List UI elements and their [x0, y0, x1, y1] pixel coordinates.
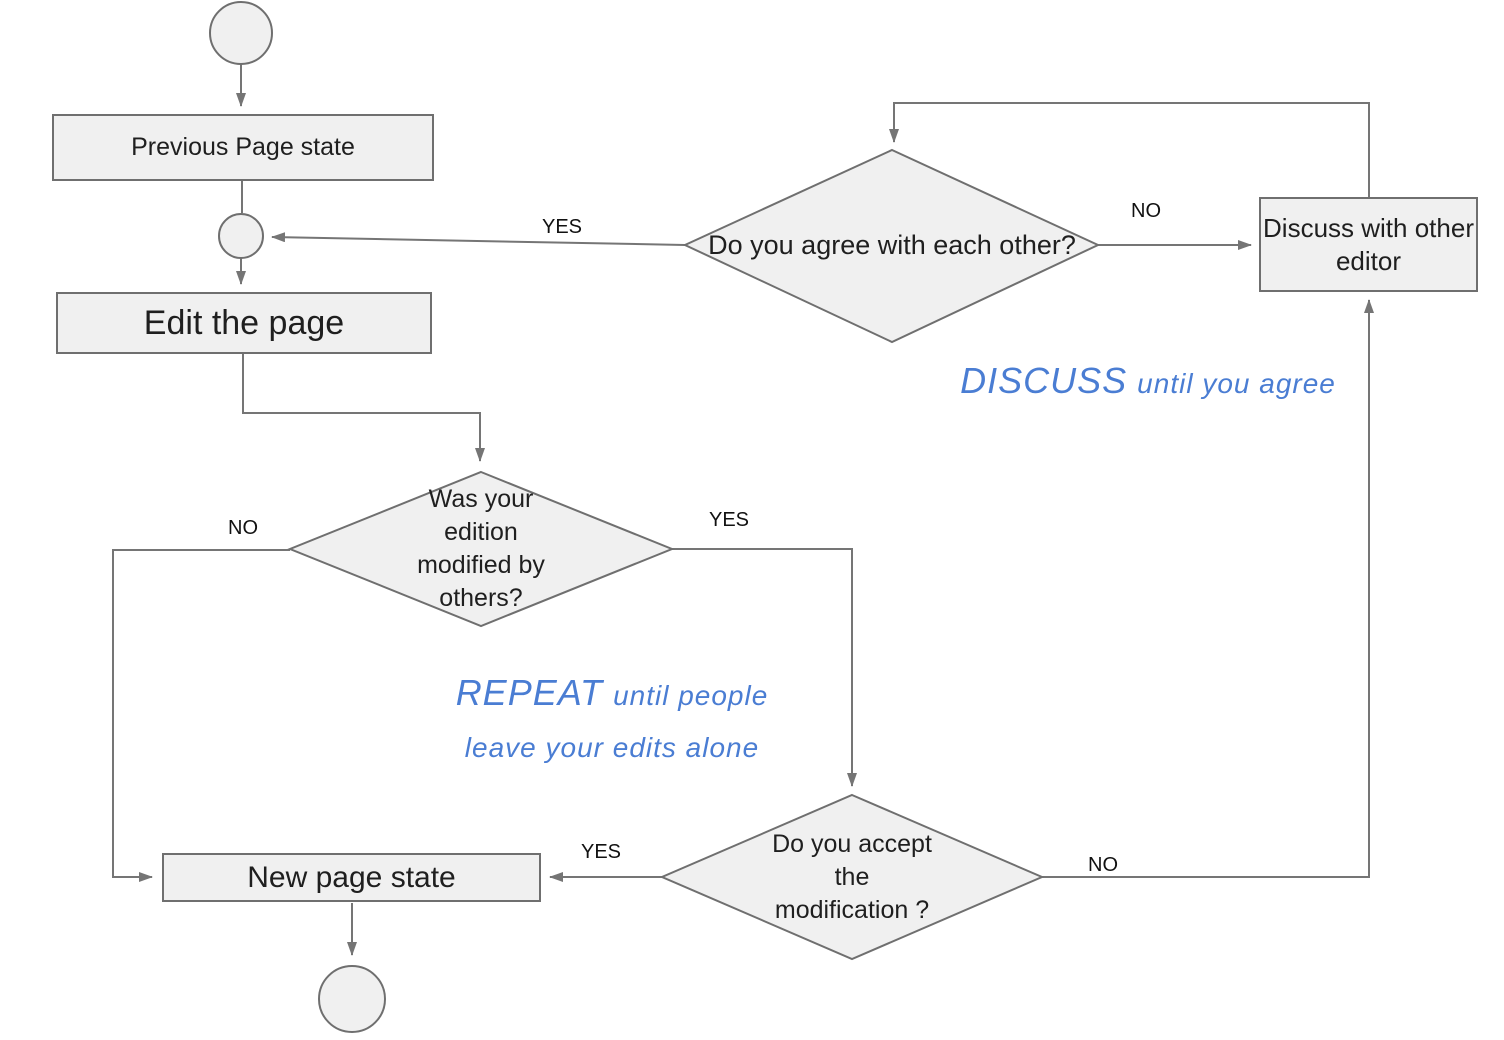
edge-label-modified-no: NO: [228, 517, 258, 539]
start-circle: [209, 1, 273, 65]
do-you-agree-diamond: [682, 148, 1101, 344]
connector-modified-yes-to-accept: [672, 548, 857, 787]
edge-label-accept-yes: YES: [580, 841, 622, 863]
annotation-repeat-rest: until people: [613, 680, 769, 711]
previous-page-state-label: Previous Page state: [131, 133, 355, 161]
was-edition-modified-diamond: [287, 470, 675, 628]
connector-agree-yes-to-junction: [271, 232, 686, 246]
edge-label-agree-yes: YES: [541, 216, 583, 238]
end-circle: [318, 965, 386, 1033]
annotation-repeat-emphasis: REPEAT: [455, 672, 604, 713]
previous-page-state-box: Previous Page state: [52, 114, 434, 181]
do-you-accept-diamond: [659, 793, 1045, 961]
annotation-discuss-rest: until you agree: [1137, 368, 1336, 399]
new-page-state-label: New page state: [247, 860, 456, 894]
connector-modified-no-to-new: [112, 549, 290, 882]
edit-the-page-label: Edit the page: [143, 303, 345, 342]
annotation-repeat-line1: REPEAT until people: [442, 662, 782, 724]
edit-the-page-box: Edit the page: [56, 292, 432, 354]
edge-label-modified-yes: YES: [708, 509, 750, 531]
new-page-state-box: New page state: [162, 853, 541, 902]
connector-edit-to-modified-diamond: [242, 354, 485, 462]
discuss-with-editor-box: Discuss with other editor: [1259, 197, 1478, 292]
connector-discuss-loop-to-agree: [889, 102, 1370, 197]
junction-circle: [218, 213, 264, 259]
connector-accept-no-to-discuss: [1042, 299, 1374, 878]
edge-label-agree-no: NO: [1131, 200, 1161, 222]
annotation-repeat-line2: leave your edits alone: [464, 731, 760, 763]
annotation-repeat-until-alone: REPEAT until people leave your edits alon…: [442, 662, 782, 772]
discuss-with-editor-label: Discuss with other editor: [1263, 213, 1474, 276]
edge-label-accept-no: NO: [1088, 854, 1118, 876]
annotation-discuss-until-agree: DISCUSS until you agree: [952, 360, 1344, 402]
annotation-discuss-emphasis: DISCUSS: [960, 360, 1128, 401]
